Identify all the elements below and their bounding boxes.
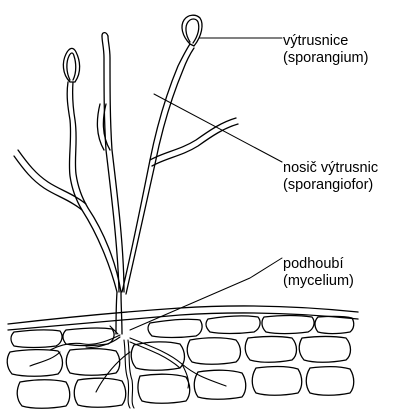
sporangia [63,15,202,82]
left-stalk [67,82,121,292]
label-sporangium: výtrusnice (sporangium) [283,33,368,67]
middle-tip [102,33,108,36]
label-sporangium-latin: (sporangium) [283,50,368,67]
label-mycelium-latin: (mycelium) [283,273,354,290]
substrate-cells [7,306,358,408]
middle-stalk [102,36,124,292]
label-sporangiophore-latin: (sporangiofor) [283,177,378,194]
label-sporangiophore: nosič výtrusnic (sporangiofor) [283,160,378,194]
leader-sporangiophore [154,94,282,162]
sporangiophores [14,36,238,334]
right-stalk [122,44,194,294]
label-mycelium: podhoubí (mycelium) [283,256,354,290]
right-branch [150,118,238,166]
leader-lines [130,38,282,330]
label-sporangiophore-name: nosič výtrusnic [283,160,378,177]
label-sporangium-name: výtrusnice [283,33,368,50]
label-mycelium-name: podhoubí [283,256,354,273]
